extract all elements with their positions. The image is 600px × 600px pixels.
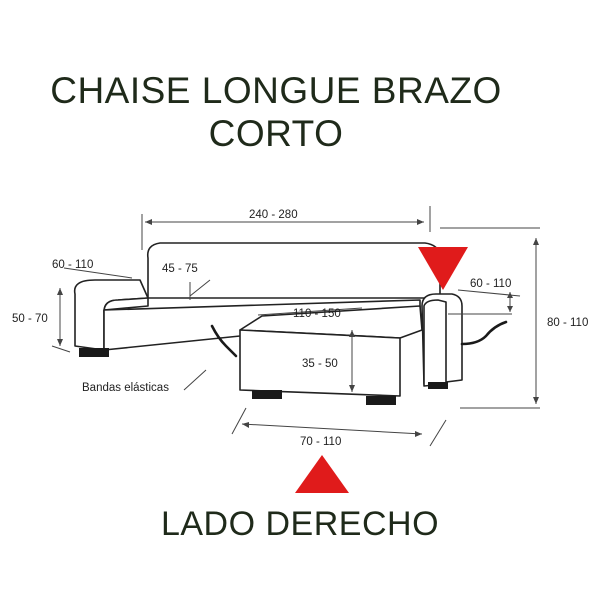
dim-seat-height: 35 - 50 <box>302 358 338 370</box>
dimension-lines <box>51 206 540 447</box>
elastic-bands-label: Bandas elásticas <box>82 382 169 394</box>
dim-arm-depth-left: 60 - 110 <box>52 259 93 271</box>
foot-left <box>79 348 109 357</box>
title-line-1: CHAISE LONGUE BRAZO <box>50 70 502 111</box>
sofa-left-arm-front <box>103 297 149 313</box>
dim-total-height: 80 - 110 <box>547 317 588 329</box>
direction-marker-top <box>418 247 468 290</box>
elastic-band-right <box>460 320 508 346</box>
dimension-arrows <box>57 219 539 437</box>
title-line-2: CORTO <box>208 113 344 154</box>
sofa-right-arm-front <box>423 299 447 387</box>
direction-marker-bottom <box>295 455 349 493</box>
chaise-front <box>239 329 401 397</box>
sofa-drawing <box>73 242 463 397</box>
elastic-bands <box>210 320 508 358</box>
elastic-band-left <box>210 324 238 358</box>
dim-arm-height: 50 - 70 <box>12 313 48 325</box>
dim-chaise-width: 70 - 110 <box>300 436 341 448</box>
foot-right <box>428 382 448 389</box>
dim-total-width: 240 - 280 <box>249 209 298 221</box>
sofa-feet <box>79 348 448 405</box>
side-label: LADO DERECHO <box>160 505 440 543</box>
foot-chaise-right <box>366 396 396 405</box>
dim-backrest: 45 - 75 <box>162 263 198 275</box>
dim-chaise-length: 110 - 150 <box>293 308 341 320</box>
foot-chaise-left <box>252 390 282 399</box>
dim-arm-depth-right: 60 - 110 <box>470 278 511 290</box>
